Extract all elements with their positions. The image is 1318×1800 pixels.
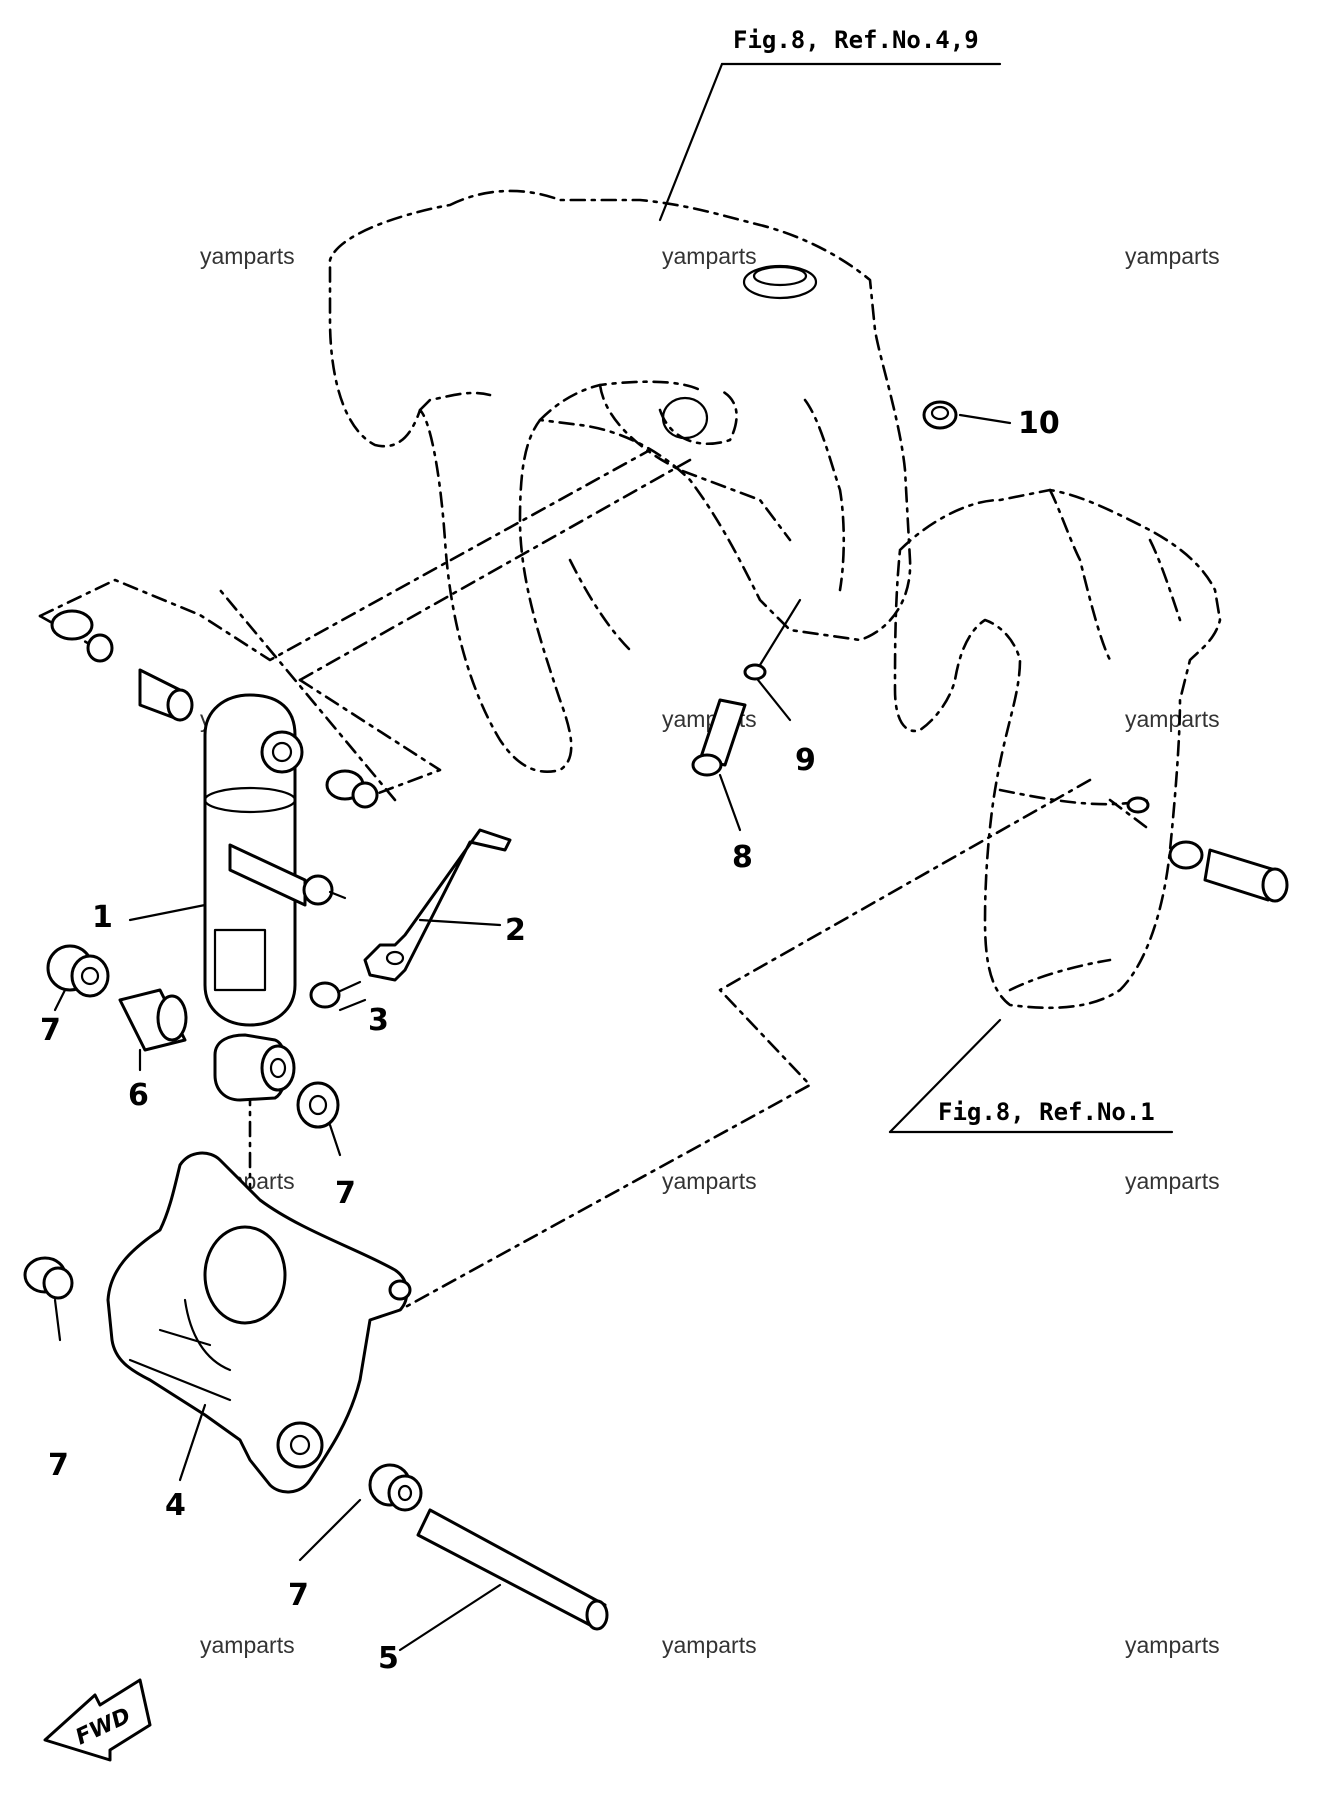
part-7-collar-arm-right [298, 1463, 423, 1562]
part-9-washer [743, 598, 802, 722]
callout-5: 5 [378, 1641, 399, 1676]
ref-upper: Fig.8, Ref.No.4,9 [733, 26, 979, 54]
part-7-collar-arm-left [23, 1256, 74, 1342]
part-3-screw [309, 980, 367, 1012]
upper-swivel-bracket [328, 62, 1002, 773]
ref-lower: Fig.8, Ref.No.1 [938, 1098, 1155, 1126]
cylinder-lower-eye [213, 1033, 296, 1102]
bracket-bolt-right [1126, 796, 1289, 903]
callout-7a: 7 [40, 1013, 61, 1048]
callout-4: 4 [165, 1488, 186, 1523]
callout-2: 2 [505, 913, 526, 948]
callout-3: 3 [368, 1003, 389, 1038]
watermark-8: yamparts [662, 1168, 757, 1194]
callout-6: 6 [128, 1078, 149, 1113]
fwd-direction-tag: FWD [43, 1678, 152, 1762]
callout-7d: 7 [288, 1578, 309, 1613]
part-2-plate [363, 828, 512, 982]
part-10-nut [922, 400, 1012, 430]
watermark-3: yamparts [1125, 243, 1220, 269]
watermark-6: yamparts [1125, 706, 1220, 732]
part-5-shaft [398, 1508, 609, 1652]
watermark-2: yamparts [662, 243, 757, 269]
callout-10: 10 [1018, 406, 1060, 441]
callout-7c: 7 [48, 1448, 69, 1483]
upper-bushing-left [50, 609, 194, 722]
callout-9: 9 [795, 743, 816, 778]
lower-clamp-bracket [888, 488, 1222, 1134]
part-1-cylinder [128, 693, 347, 1027]
callout-8: 8 [732, 840, 753, 875]
callout-7b: 7 [335, 1176, 356, 1211]
watermark-10: yamparts [200, 1632, 295, 1658]
part-8-bolt [691, 698, 747, 832]
callout-1: 1 [92, 900, 113, 935]
upper-bushing-right [325, 769, 379, 809]
part-7-collar-mid [296, 1081, 342, 1157]
part-7-collar-left [46, 944, 110, 1012]
watermark-9: yamparts [1125, 1168, 1220, 1194]
part-4-tilt-arm [106, 1151, 412, 1494]
watermark-11: yamparts [662, 1632, 757, 1658]
part-6-bushing [118, 988, 188, 1072]
watermark-1: yamparts [200, 243, 295, 269]
watermark-12: yamparts [1125, 1632, 1220, 1658]
